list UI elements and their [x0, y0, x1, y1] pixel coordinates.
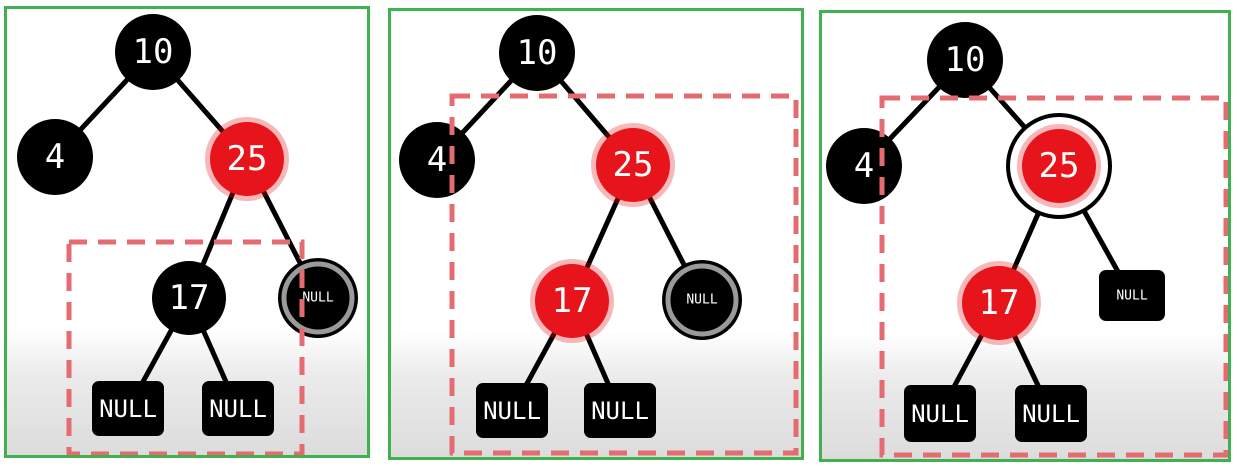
svg-text:NULL: NULL [686, 293, 717, 308]
svg-text:17: 17 [552, 281, 593, 321]
svg-text:4: 4 [854, 146, 874, 186]
node-10: 10 [499, 15, 575, 91]
panel-1: 10 4 25 17 NULL NULL NULL [4, 6, 370, 458]
node-null-leaf-left: NULL [904, 385, 976, 442]
tree-diagram-2: 10 4 25 17 NULL NULL NULL [399, 15, 799, 456]
svg-text:NULL: NULL [591, 397, 649, 425]
node-null-leaf-left: NULL [92, 381, 164, 436]
node-4: 4 [399, 122, 475, 198]
svg-text:17: 17 [169, 278, 210, 318]
node-25: 25 [591, 123, 675, 207]
node-null-leaf-right: NULL [1015, 385, 1087, 442]
node-null-leaf-rr: NULL [1099, 270, 1165, 321]
node-25: 25 [205, 117, 289, 201]
node-null-ringed: NULL [278, 258, 358, 338]
svg-text:25: 25 [613, 145, 654, 185]
svg-text:25: 25 [1039, 146, 1080, 186]
svg-text:17: 17 [979, 283, 1020, 323]
subtree-selection-box [449, 93, 799, 456]
svg-text:NULL: NULL [1022, 400, 1080, 428]
node-4: 4 [826, 128, 902, 204]
node-null-leaf-right: NULL [202, 381, 274, 436]
node-10: 10 [927, 22, 1003, 98]
tree-diagram-3: 10 4 25 17 NULL NULL NULL [826, 22, 1228, 458]
svg-text:10: 10 [517, 33, 558, 73]
svg-text:NULL: NULL [302, 291, 333, 306]
node-17: 17 [152, 261, 226, 335]
node-10: 10 [115, 14, 191, 90]
svg-text:4: 4 [45, 137, 65, 177]
svg-text:4: 4 [427, 140, 447, 180]
node-null-ringed: NULL [662, 260, 742, 340]
subtree-selection-box [66, 239, 305, 455]
node-null-leaf-right: NULL [584, 383, 656, 438]
svg-text:NULL: NULL [911, 400, 969, 428]
node-17: 17 [957, 261, 1041, 345]
svg-text:10: 10 [945, 40, 986, 80]
svg-text:10: 10 [133, 32, 174, 72]
node-17: 17 [530, 259, 614, 343]
tree-diagram-1: 10 4 25 17 NULL NULL NULL [17, 14, 358, 455]
svg-text:25: 25 [227, 139, 268, 179]
svg-text:NULL: NULL [483, 397, 541, 425]
svg-text:NULL: NULL [99, 395, 157, 423]
node-25-ringed: 25 [1006, 113, 1112, 219]
subtree-selection-box [879, 95, 1228, 458]
node-null-leaf-left: NULL [476, 383, 548, 438]
node-4: 4 [17, 119, 93, 195]
svg-text:NULL: NULL [1116, 289, 1147, 304]
panel-3: 10 4 25 17 NULL NULL NULL [819, 10, 1231, 462]
svg-text:NULL: NULL [209, 395, 267, 423]
panel-2: 10 4 25 17 NULL NULL NULL [388, 8, 804, 460]
